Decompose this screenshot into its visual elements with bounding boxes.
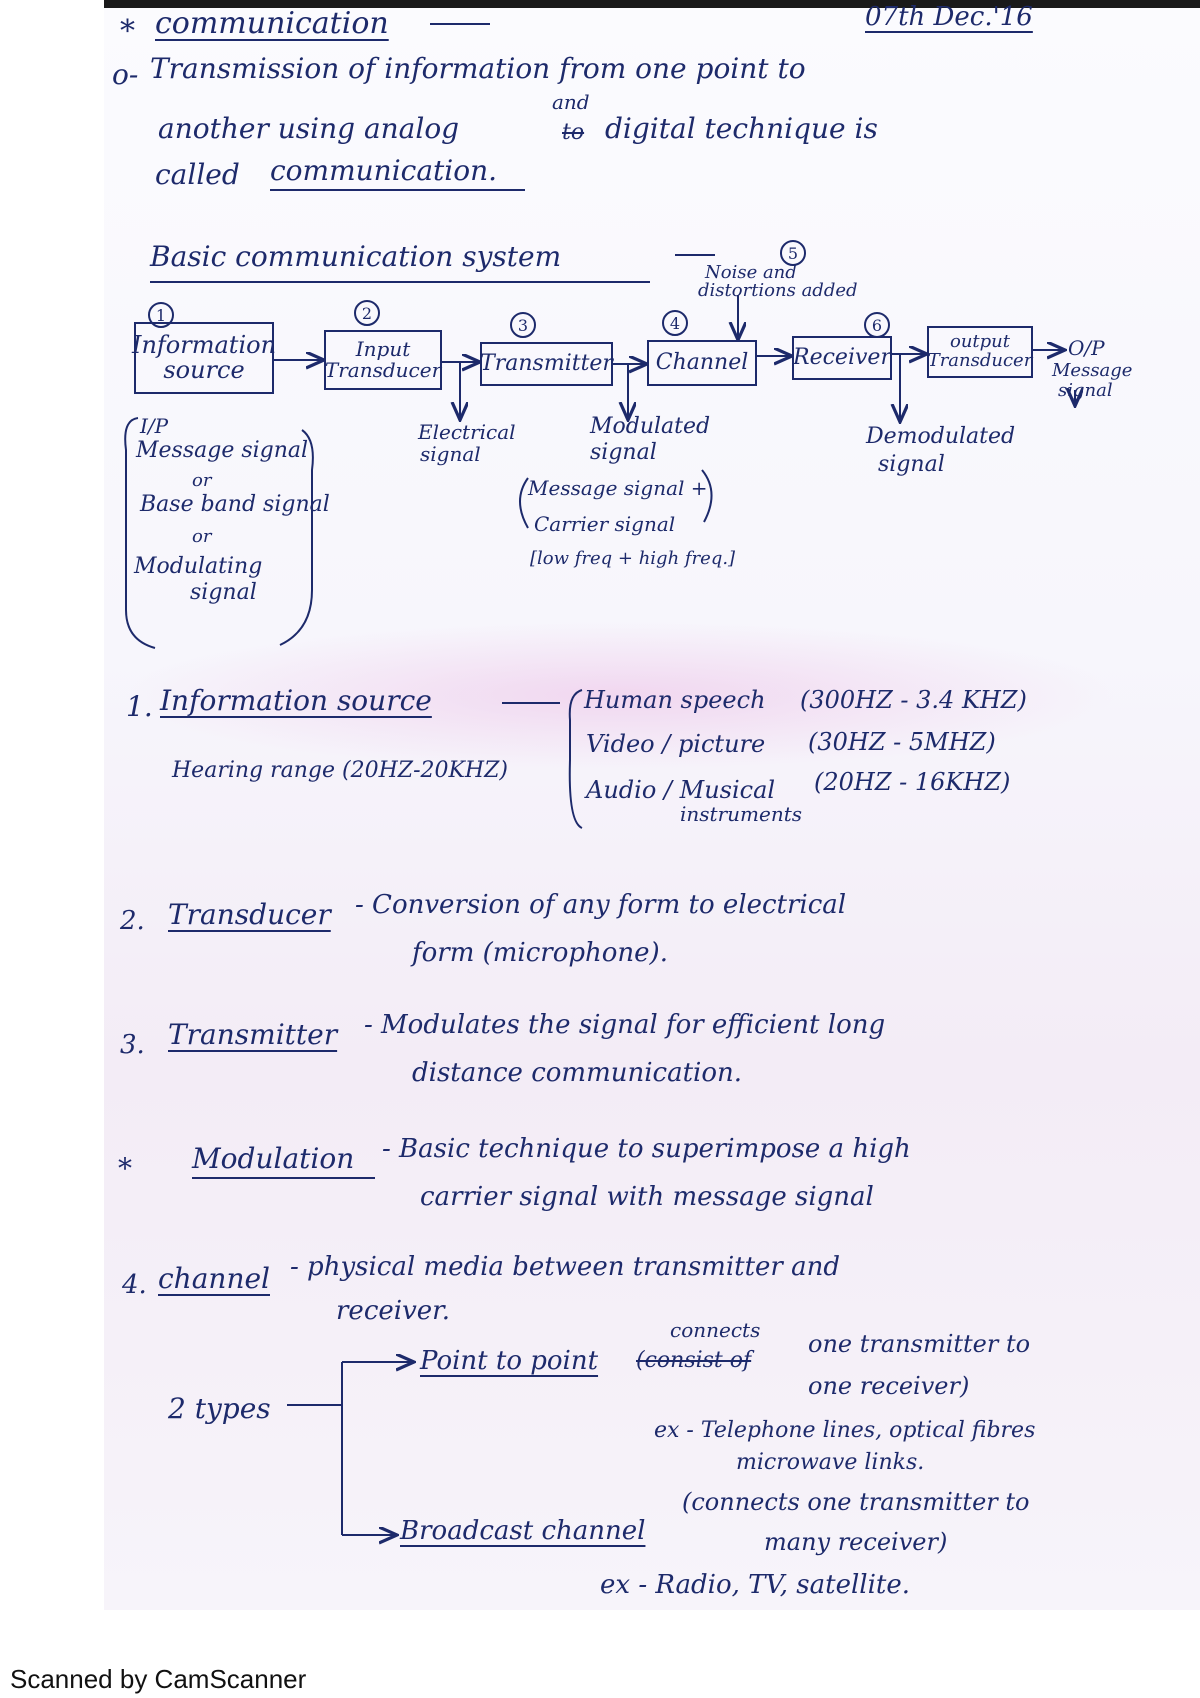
block-output-transducer: output Transducer (927, 326, 1033, 378)
input-label: or (192, 470, 212, 491)
definition-bullet: o- (112, 58, 139, 91)
type2-text-1: (connects one transmitter to (682, 1488, 1030, 1516)
diagram-heading: Basic communication system (150, 240, 562, 273)
notebook-page (104, 0, 1200, 1610)
modulated-detail-1: Message signal + (528, 476, 708, 500)
title-mark: * (120, 14, 135, 49)
block-transmitter: Transmitter (480, 342, 613, 386)
block-label: Input (355, 337, 411, 361)
block-label: Receiver (793, 345, 891, 371)
type1-insert: connects (670, 1318, 761, 1342)
transmitter-title: Transmitter (168, 1018, 338, 1051)
transmitter-text-1: - Modulates the signal for efficient lon… (364, 1010, 886, 1040)
item-number: 2. (120, 906, 145, 936)
block-label: Information (131, 330, 277, 359)
info-item-name: Human speech (584, 686, 766, 714)
transducer-title: Transducer (168, 898, 331, 931)
modulated-label-1: Modulated (590, 414, 711, 439)
input-label: Modulating (134, 554, 263, 579)
noise-label-2: distortions added (698, 280, 858, 301)
info-item-range: (30HZ - 5MHZ) (808, 728, 996, 756)
modulation-mark: * (118, 1152, 132, 1185)
type2-title: Broadcast channel (400, 1516, 646, 1546)
block-information-source: Information source (131, 322, 277, 394)
input-label: or (192, 526, 212, 547)
paper-stain (120, 620, 1120, 770)
definition-line-3b: communication. (270, 154, 498, 187)
page-margin (0, 0, 104, 1600)
output-label-2: Message (1052, 360, 1133, 381)
modulation-text-2: carrier signal with message signal (420, 1182, 874, 1212)
demodulated-label-2: signal (878, 452, 945, 477)
block-number: 2 (354, 300, 380, 326)
info-item-name: Audio / Musical (586, 776, 776, 804)
input-label: Message signal (136, 438, 309, 463)
transmitter-text-2: distance communication. (412, 1058, 743, 1088)
info-item-range: (20HZ - 16KHZ) (814, 768, 1011, 796)
block-number: 3 (510, 312, 536, 338)
type1-example-1: ex - Telephone lines, optical fibres (654, 1418, 1036, 1443)
block-label: Transmitter (480, 351, 613, 377)
item-number: 3. (120, 1030, 145, 1060)
definition-line-2a: another using analog (158, 112, 460, 145)
block-number: 1 (148, 302, 174, 328)
modulated-label-2: signal (590, 440, 657, 465)
input-label: I/P (140, 414, 169, 438)
block-number: 6 (864, 312, 890, 338)
type1-struck: (consist of (636, 1348, 752, 1373)
output-label-3: signal (1058, 380, 1113, 401)
definition-line-3a: called (155, 158, 240, 191)
definition-line-2b: digital technique is (605, 112, 878, 145)
output-label-1: O/P (1068, 336, 1105, 360)
demodulated-label-1: Demodulated (866, 424, 1016, 449)
item-number: 4. (122, 1270, 147, 1300)
block-input-transducer: Input Transducer (324, 330, 442, 390)
noise-label-1: Noise and (705, 262, 797, 283)
input-label: signal (190, 580, 257, 605)
type2-text-2: many receiver) (764, 1528, 948, 1556)
item-number: 1. (126, 690, 153, 723)
electrical-label-2: signal (420, 442, 481, 466)
definition-struck: to (562, 120, 585, 145)
hearing-range: Hearing range (20HZ-20KHZ) (172, 758, 508, 783)
modulation-title: Modulation (192, 1142, 355, 1175)
page-date: 07th Dec.'16 (865, 2, 1033, 32)
info-item-name: Video / picture (586, 730, 766, 758)
block-receiver: Receiver (792, 336, 892, 380)
block-label: source (163, 356, 245, 384)
scanner-watermark: Scanned by CamScanner (10, 1664, 307, 1694)
modulation-text-1: - Basic technique to superimpose a high (382, 1134, 911, 1164)
info-item-extra: instruments (680, 802, 803, 826)
channel-text-1: - physical media between transmitter and (290, 1252, 841, 1282)
input-label: Base band signal (140, 492, 330, 517)
block-number: 4 (662, 310, 688, 336)
block-label: Channel (655, 350, 749, 376)
type1-title: Point to point (420, 1346, 599, 1376)
channel-title: channel (158, 1262, 270, 1295)
type1-example-2: microwave links. (736, 1450, 925, 1475)
transducer-text-2: form (microphone). (412, 938, 668, 968)
types-label: 2 types (168, 1392, 271, 1425)
type2-example: ex - Radio, TV, satellite. (600, 1570, 911, 1600)
modulated-detail-2: Carrier signal (534, 512, 676, 536)
block-number-noise: 5 (780, 240, 806, 266)
channel-text-2: receiver. (336, 1296, 450, 1326)
page-title: communication (155, 6, 389, 41)
block-label: output (949, 331, 1010, 353)
modulated-detail-3: [low freq + high freq.] (530, 548, 736, 569)
block-channel: Channel (647, 340, 757, 386)
definition-line-1: Transmission of information from one poi… (150, 52, 806, 85)
definition-insert: and (552, 90, 590, 114)
block-label: Transducer (324, 358, 442, 382)
info-item-range: (300HZ - 3.4 KHZ) (800, 686, 1027, 714)
block-label: Transducer (927, 350, 1033, 371)
type1-text-1: one transmitter to (808, 1330, 1031, 1358)
electrical-label-1: Electrical (418, 420, 516, 444)
info-source-title: Information source (160, 684, 432, 717)
transducer-text-1: - Conversion of any form to electrical (355, 890, 847, 920)
type1-text-2: one receiver) (808, 1372, 970, 1400)
